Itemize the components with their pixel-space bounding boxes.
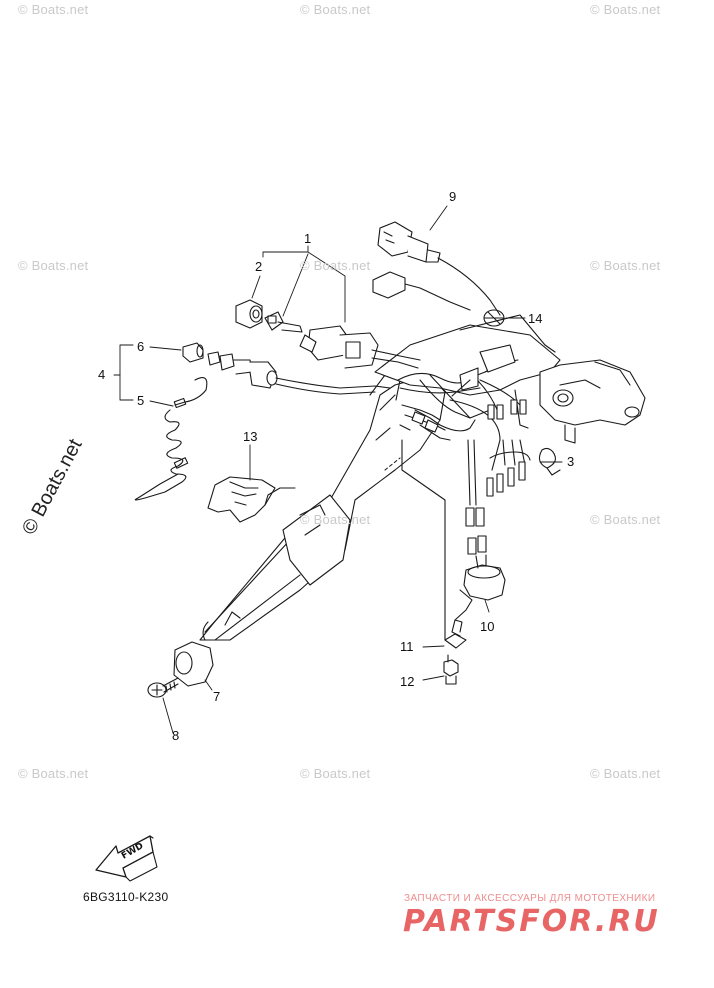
- watermark: © Boats.net: [300, 512, 371, 527]
- lanyard-cord-icon: [134, 377, 208, 501]
- wire-harness: [397, 344, 526, 506]
- watermark: © Boats.net: [18, 2, 89, 17]
- small-plug-icon: [372, 271, 471, 311]
- tiller-handle-body: [199, 374, 446, 641]
- drawing-code: 6BG3110-K230: [83, 890, 169, 904]
- callout-1: 1: [304, 231, 312, 246]
- bracket-icon: [401, 439, 473, 649]
- wire-clamp-icon: [538, 447, 561, 476]
- steering-bracket: [374, 314, 646, 444]
- callout-13: 13: [243, 429, 258, 444]
- bolt-icon: [443, 654, 459, 685]
- callout-5: 5: [137, 393, 145, 408]
- wiring-connector-icon: [377, 221, 501, 316]
- stop-switch-assembly-icon: [207, 351, 391, 395]
- watermark: © Boats.net: [590, 258, 661, 273]
- brand-tagline: ЗАПЧАСТИ И АКСЕССУАРЫ ДЛЯ МОТОТЕХНИКИ: [404, 893, 656, 904]
- watermark: © Boats.net: [590, 766, 661, 781]
- throttle-friction-lever-icon: [207, 476, 296, 523]
- callout-10: 10: [480, 619, 495, 634]
- watermark: © Boats.net: [300, 258, 371, 273]
- fwd-arrow-icon: [95, 835, 158, 882]
- callout-8: 8: [172, 728, 180, 743]
- watermark: © Boats.net: [300, 766, 371, 781]
- watermark: © Boats.net: [590, 2, 661, 17]
- ignition-key-icon: [264, 311, 303, 333]
- screw-icon: [147, 677, 179, 698]
- callout-11: 11: [400, 639, 414, 654]
- watermark: © Boats.net: [18, 258, 89, 273]
- callout-14: 14: [528, 311, 543, 326]
- watermark: © Boats.net: [590, 512, 661, 527]
- sensor-unit-icon: [463, 554, 506, 601]
- wire-terminals: [411, 399, 531, 555]
- grip-end-cap-icon: [173, 641, 214, 687]
- callout-7: 7: [213, 689, 221, 704]
- watermark: © Boats.net: [18, 766, 89, 781]
- brand-logo: PARTSFOR.RU: [403, 904, 660, 939]
- callout-2: 2: [255, 259, 263, 274]
- callout-6: 6: [137, 339, 145, 354]
- watermark: © Boats.net: [300, 2, 371, 17]
- callout-12: 12: [400, 674, 415, 689]
- callout-4: 4: [98, 367, 106, 382]
- stop-switch-cap-icon: [182, 342, 204, 363]
- ignition-key-switch-icon: [299, 325, 421, 369]
- callout-3: 3: [567, 454, 575, 469]
- cable-band-icon: [483, 309, 505, 327]
- switch-cap-icon: [235, 299, 263, 329]
- callout-9: 9: [449, 189, 457, 204]
- leader-lines: [113, 205, 563, 734]
